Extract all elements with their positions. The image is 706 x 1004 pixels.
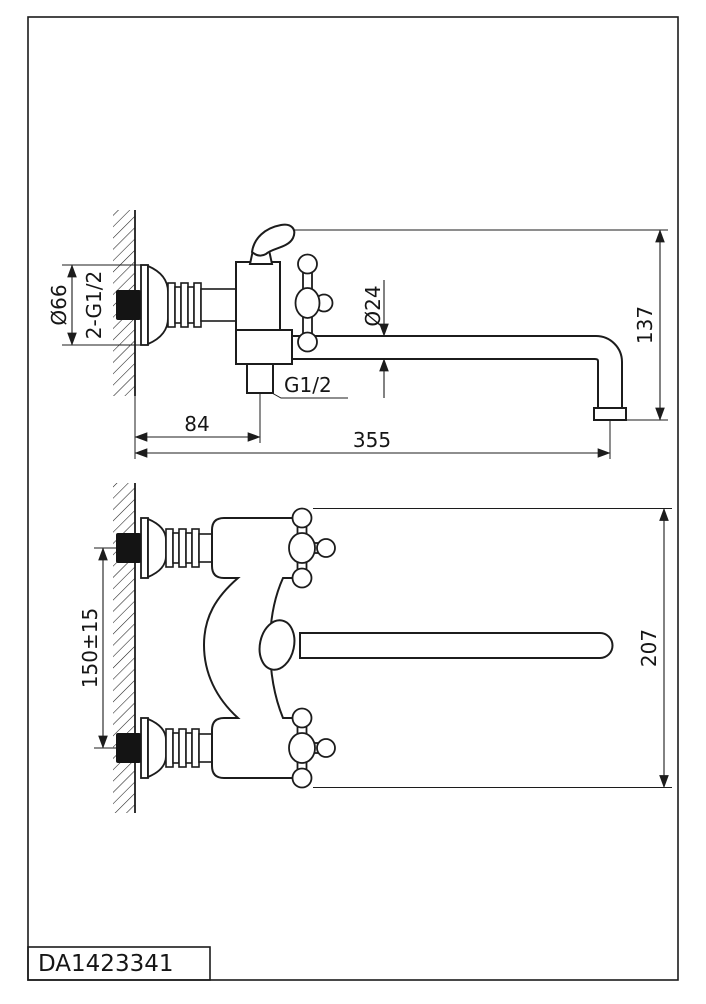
dim-wall-to-outlet: 84 xyxy=(184,412,209,436)
spout-side xyxy=(291,335,627,421)
dim-drop-height: 137 xyxy=(633,306,657,344)
front-view: 150±15 207 xyxy=(78,483,672,813)
inlet-top xyxy=(140,517,222,579)
dimension-inlet-spacing: 150±15 xyxy=(78,547,116,749)
inlet-bottom xyxy=(140,717,222,779)
dim-inlet-spacing: 150±15 xyxy=(78,608,102,688)
title-block: DA1423341 xyxy=(27,946,211,981)
connector-nut xyxy=(167,282,237,328)
side-view: Ø66 2-G1/2 Ø24 137 G1/2 84 xyxy=(47,210,668,459)
cross-handle-bottom xyxy=(288,707,336,789)
wall-thread-block-top xyxy=(116,533,141,563)
dim-outlet-thread: G1/2 xyxy=(284,373,332,397)
spout-front xyxy=(299,632,614,659)
dimension-spout-reach: 355 xyxy=(134,420,611,459)
outlet-pipe xyxy=(246,363,274,394)
drawing-frame xyxy=(27,16,679,981)
dimension-overall-height: 207 xyxy=(313,507,672,789)
faucet-body-front xyxy=(202,517,306,779)
dim-overall-height: 207 xyxy=(637,629,661,667)
dim-spout-reach: 355 xyxy=(353,428,391,452)
lever-handle xyxy=(250,223,296,257)
dim-wall-thread: 2-G1/2 xyxy=(82,271,106,339)
dim-spout-diameter: Ø24 xyxy=(361,285,385,326)
dimension-escutcheon-diameter: Ø66 xyxy=(47,264,141,346)
cross-handle-top xyxy=(288,507,336,589)
label-outlet-thread: G1/2 xyxy=(271,373,348,399)
mount-escutcheon xyxy=(140,264,169,346)
faucet-body-side xyxy=(235,249,293,365)
dimension-drop-height: 137 xyxy=(294,229,668,421)
spout-outlet-tip xyxy=(593,407,627,421)
part-number: DA1423341 xyxy=(38,951,173,977)
dimension-spout-diameter: Ø24 xyxy=(361,280,389,398)
dimension-wall-to-outlet: 84 xyxy=(134,393,261,459)
cross-handle-side xyxy=(294,253,334,353)
wall-thread-block-bottom xyxy=(116,733,141,763)
dim-escutcheon-diameter: Ø66 xyxy=(47,284,71,325)
wall-thread-block xyxy=(116,290,141,320)
wall-section-front xyxy=(113,483,136,813)
spout-hub xyxy=(258,619,296,671)
